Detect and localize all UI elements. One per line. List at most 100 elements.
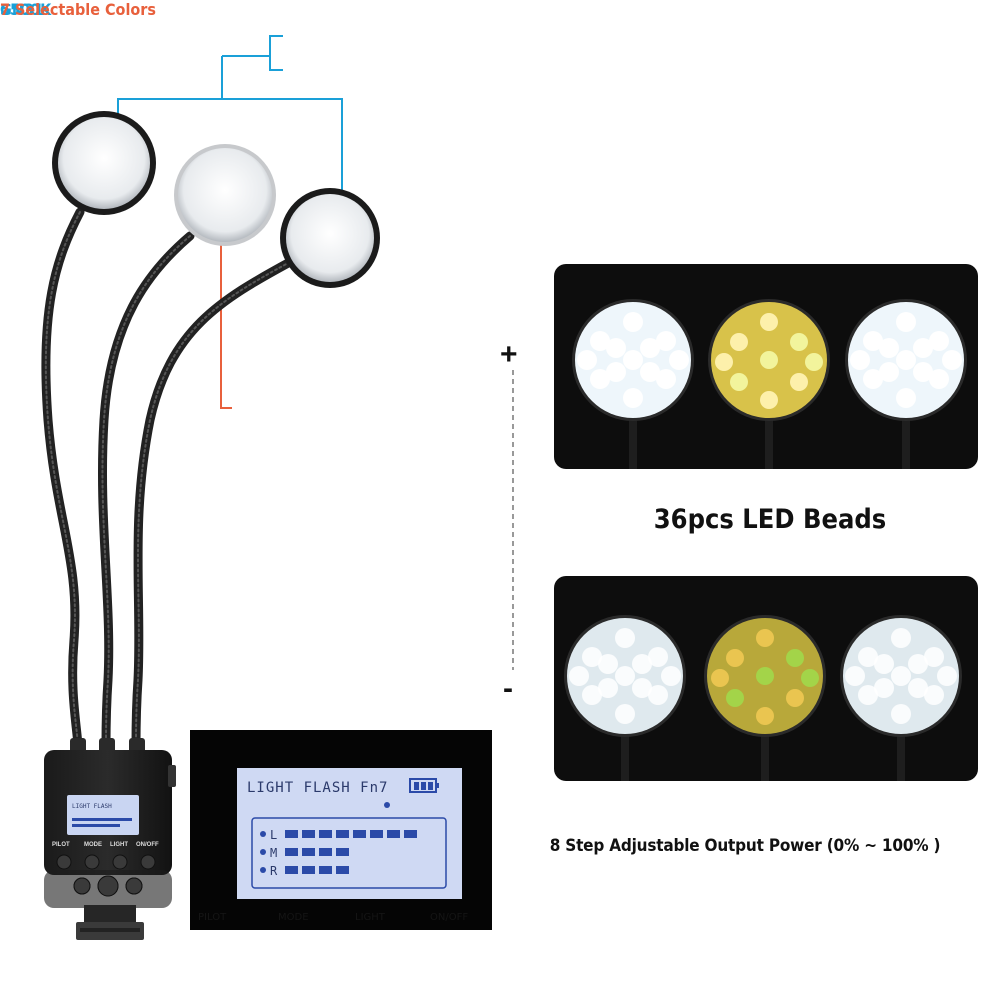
lcd-level-segment: [336, 866, 349, 874]
lcd-level-segment: [285, 866, 298, 874]
led-bead: [790, 373, 808, 391]
led-panel-dim: [554, 576, 978, 781]
svg-text:LIGHT FLASH: LIGHT FLASH: [72, 803, 112, 810]
lcd-level-segment: [336, 830, 349, 838]
led-bead: [942, 350, 962, 370]
led-bead: [929, 331, 949, 351]
led-bead: [891, 666, 911, 686]
lcd-channel-label: M: [270, 846, 277, 860]
lcd-channel-dot: [260, 849, 266, 855]
led-bead: [606, 338, 626, 358]
minus-sign: -: [503, 672, 513, 705]
led-bead: [879, 338, 899, 358]
lcd-level-segment: [302, 830, 315, 838]
led-head-cable: [765, 414, 773, 469]
led-head-cable: [902, 414, 910, 469]
led-bead: [577, 350, 597, 370]
lcd-level-segment: [319, 830, 332, 838]
led-bead: [656, 369, 676, 389]
gooseneck-right: [131, 257, 295, 750]
led-bead: [582, 685, 602, 705]
led-bead: [730, 333, 748, 351]
svg-text:ON/OFF: ON/OFF: [136, 842, 159, 848]
led-bead: [924, 685, 944, 705]
led-bead: [598, 654, 618, 674]
led-bead: [711, 669, 729, 687]
led-bead: [623, 388, 643, 408]
lcd-channel-label: L: [270, 828, 277, 842]
led-bead: [632, 678, 652, 698]
led-bead: [760, 391, 778, 409]
led-bead: [590, 331, 610, 351]
led-bead: [891, 704, 911, 724]
led-bead: [640, 362, 660, 382]
selectable-colors-label: 7 Selectable Colors: [0, 0, 156, 19]
led-bead: [805, 353, 823, 371]
led-bead: [786, 649, 804, 667]
led-bead: [874, 678, 894, 698]
led-bead: [858, 647, 878, 667]
led-bead: [863, 369, 883, 389]
led-bead: [730, 373, 748, 391]
led-head-cable: [621, 730, 629, 781]
led-beads-caption: 36pcs LED Beads: [653, 504, 887, 535]
led-bead: [908, 678, 928, 698]
output-power-caption: 8 Step Adjustable Output Power (0% ~ 100…: [549, 836, 941, 856]
svg-text:MODE: MODE: [278, 912, 309, 923]
lcd-channel-bars: LMR: [260, 828, 417, 878]
controller-lcd: [67, 795, 139, 835]
led-bead: [863, 331, 883, 351]
led-bead: [569, 666, 589, 686]
lcd-level-segment: [302, 866, 315, 874]
led-bead: [756, 667, 774, 685]
led-bead: [760, 351, 778, 369]
svg-text:MODE: MODE: [84, 842, 102, 848]
led-bead: [879, 362, 899, 382]
lcd-level-segment: [353, 830, 366, 838]
led-bead: [845, 666, 865, 686]
led-bead: [648, 685, 668, 705]
svg-text:PILOT: PILOT: [52, 842, 70, 848]
led-bead: [615, 666, 635, 686]
led-bead: [582, 647, 602, 667]
led-panel-bright: [554, 264, 978, 469]
lcd-channel-dot: [260, 831, 266, 837]
led-bead: [590, 369, 610, 389]
led-bead: [908, 654, 928, 674]
led-bead: [760, 313, 778, 331]
lcd-level-segment: [404, 830, 417, 838]
led-bead: [669, 350, 689, 370]
lcd-channel-dot: [260, 867, 266, 873]
led-bead: [790, 333, 808, 351]
dashed-scale-line: [512, 370, 514, 670]
led-bead: [726, 689, 744, 707]
lcd-level-segment: [319, 848, 332, 856]
svg-text:ON/OFF: ON/OFF: [430, 912, 468, 923]
led-bead: [623, 312, 643, 332]
led-bead: [606, 362, 626, 382]
led-bead: [632, 654, 652, 674]
led-bead: [913, 362, 933, 382]
led-head-cable: [761, 730, 769, 781]
led-bead: [874, 654, 894, 674]
guide-number-label: GN31: [0, 0, 44, 19]
led-bead: [726, 649, 744, 667]
led-bead: [937, 666, 957, 686]
lcd-level-segment: [285, 830, 298, 838]
led-bead: [715, 353, 733, 371]
led-bead: [648, 647, 668, 667]
lcd-level-segment: [319, 866, 332, 874]
led-bead: [756, 707, 774, 725]
lcd-level-segment: [370, 830, 383, 838]
lcd-level-segment: [387, 830, 400, 838]
svg-text:LIGHT: LIGHT: [110, 842, 128, 848]
gooseneck-middle: [97, 231, 195, 750]
led-bead: [896, 388, 916, 408]
lcd-level-segment: [285, 848, 298, 856]
led-bead: [929, 369, 949, 389]
led-bead: [924, 647, 944, 667]
led-bead: [913, 338, 933, 358]
led-bead: [801, 669, 819, 687]
led-head-cable: [897, 730, 905, 781]
led-bead: [598, 678, 618, 698]
